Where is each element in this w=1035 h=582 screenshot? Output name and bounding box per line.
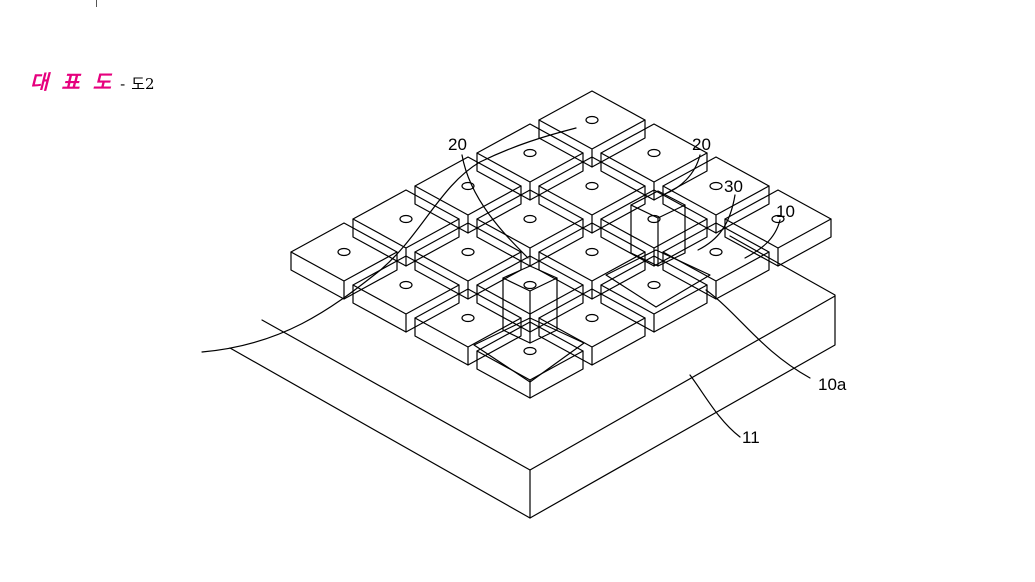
ref-20-right: 20 (692, 135, 711, 154)
ref-20-left: 20 (448, 135, 467, 154)
leader-lines (462, 155, 810, 437)
pad-hole (524, 150, 536, 157)
pad (539, 91, 645, 167)
adhesive-left (474, 318, 584, 382)
pad-hole (400, 282, 412, 289)
pillar-left (503, 266, 557, 343)
pad-hole (648, 150, 660, 157)
pad-hole (648, 282, 660, 289)
pad-hole (586, 315, 598, 322)
pad-hole (400, 216, 412, 223)
pad-hole (462, 315, 474, 322)
pad-hole (586, 249, 598, 256)
ref-10: 10 (776, 202, 795, 221)
ref-11: 11 (742, 428, 760, 447)
pad-hole (462, 249, 474, 256)
pad-hole (710, 183, 722, 190)
pad-grid (291, 91, 831, 398)
pad-hole (524, 348, 536, 355)
ref-30: 30 (724, 177, 743, 196)
ref-10a: 10a (818, 375, 847, 394)
pad-hole (338, 249, 350, 256)
pad-hole (586, 183, 598, 190)
pad-hole (710, 249, 722, 256)
pad-hole (586, 117, 598, 124)
pad-hole (524, 282, 536, 289)
pad-hole (524, 216, 536, 223)
